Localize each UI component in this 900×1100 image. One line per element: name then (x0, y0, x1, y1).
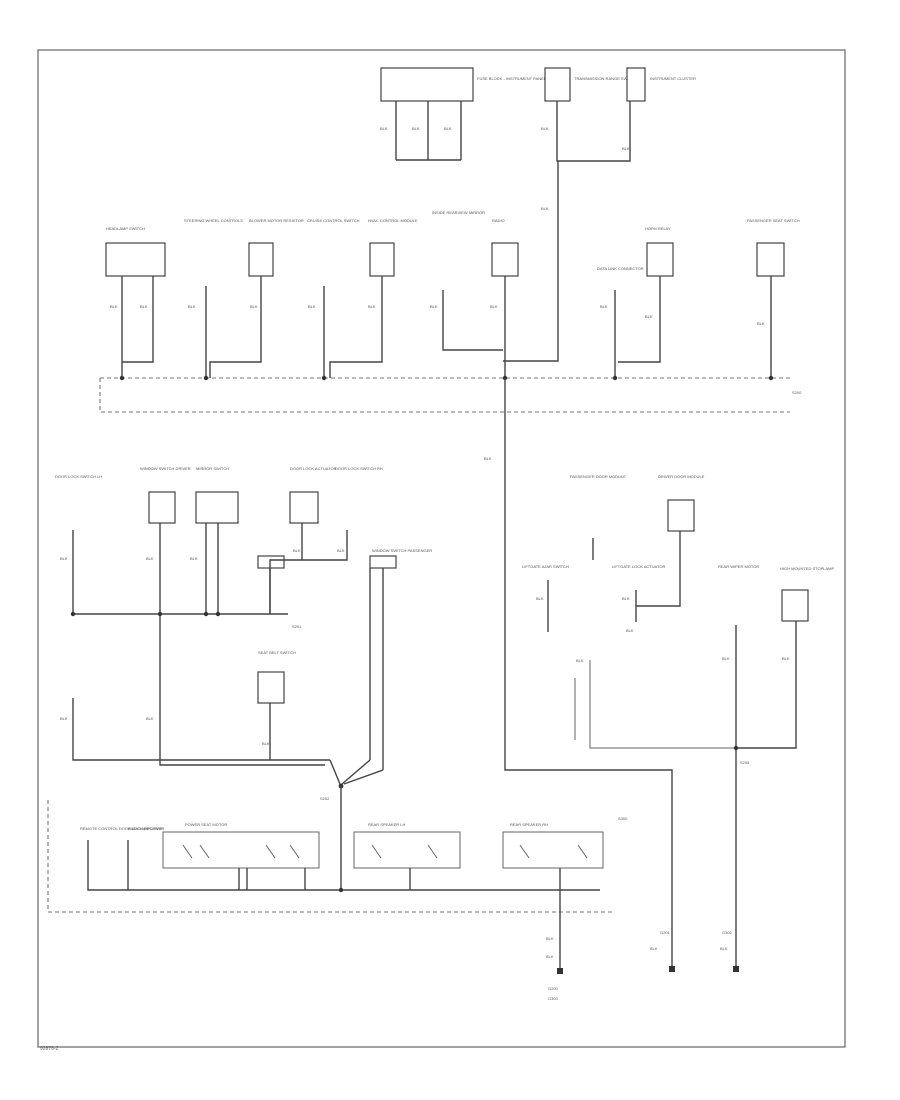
midright-label-3: LIFTGATE AJAR SWITCH (522, 564, 569, 569)
figure-id: 92876-2 (40, 1046, 59, 1052)
midleft-label-2: WINDOW SWITCH DRIVER (140, 466, 191, 471)
midleft-label-5: DOOR LOCK SWITCH RH (335, 466, 383, 471)
svg-text:BLK: BLK (576, 658, 584, 663)
svg-text:BLK: BLK (368, 304, 376, 309)
svg-text:BLK: BLK (110, 304, 118, 309)
svg-text:BLK: BLK (622, 146, 630, 151)
bottom-label-4: REAR SPEAKER LH (368, 822, 405, 827)
midleft-label-3: MIRROR SWITCH (196, 466, 229, 471)
svg-text:BLK: BLK (430, 304, 438, 309)
svg-text:BLK: BLK (622, 596, 630, 601)
svg-text:BLK: BLK (190, 556, 198, 561)
svg-text:BLK: BLK (188, 304, 196, 309)
svg-text:BLK: BLK (380, 126, 388, 131)
svg-text:BLK: BLK (782, 656, 790, 661)
svg-text:BLK: BLK (536, 596, 544, 601)
wire-code: BLK (484, 456, 492, 461)
bottom-label-3: POWER SEAT MOTOR (185, 822, 227, 827)
ground-label-3: G302 (722, 930, 733, 935)
row1-label-9: HORN RELAY (645, 226, 671, 231)
midright-label-2: DRIVER DOOR MODULE (658, 474, 705, 479)
svg-text:BLK: BLK (60, 556, 68, 561)
bottom-components: REMOTE CONTROL DOOR LOCK RECEIVER AUDIO … (47, 800, 739, 1001)
svg-text:BLK: BLK (293, 548, 301, 553)
svg-text:BLK: BLK (444, 126, 452, 131)
svg-text:BLK: BLK (60, 716, 68, 721)
row1-label-5: HVAC CONTROL MODULE (368, 218, 418, 223)
bottom-label-1: REMOTE CONTROL DOOR LOCK RECEIVER (80, 826, 164, 831)
ground-label-2: G201 (660, 930, 671, 935)
mid-left-components: DOOR LOCK SWITCH LH WINDOW SWITCH DRIVER… (55, 466, 432, 770)
top-label-3: INSTRUMENT CLUSTER (650, 76, 696, 81)
svg-text:BLK: BLK (262, 741, 270, 746)
splice-label-2: S201 (292, 624, 302, 629)
svg-text:BLK: BLK (337, 548, 345, 553)
svg-text:BLK: BLK (757, 321, 765, 326)
midright-label-5: REAR WIPER MOTOR (718, 564, 759, 569)
svg-text:BLK: BLK (146, 716, 154, 721)
row1-label-7: RADIO (492, 218, 505, 223)
svg-text:BLK: BLK (541, 206, 549, 211)
svg-text:BLK: BLK (720, 946, 728, 951)
svg-text:BLK: BLK (490, 304, 498, 309)
svg-text:BLK: BLK (140, 304, 148, 309)
row1-label-2: STEERING WHEEL CONTROLS (184, 218, 243, 223)
svg-text:BLK: BLK (546, 954, 554, 959)
top-label-1: FUSE BLOCK - INSTRUMENT PANEL (477, 76, 547, 81)
svg-text:BLK: BLK (626, 628, 634, 633)
midleft-label-6: WINDOW SWITCH PASSENGER (372, 548, 432, 553)
svg-text:BLK: BLK (600, 304, 608, 309)
row1-label-6: INSIDE REARVIEW MIRROR (432, 210, 485, 215)
splice-label-3: S202 (320, 796, 330, 801)
svg-text:BLK: BLK (650, 946, 658, 951)
splice-label-5: S300 (618, 816, 628, 821)
bottom-label-5: REAR SPEAKER RH (510, 822, 548, 827)
row1-label-8: DATA LINK CONNECTOR (597, 266, 644, 271)
bottom-label-2: AUDIO AMPLIFIER (128, 826, 163, 831)
upper-bus: S200 BLK (99, 375, 802, 970)
svg-text:BLK: BLK (146, 556, 154, 561)
svg-text:BLK: BLK (546, 936, 554, 941)
midleft-label-7: SEAT BELT SWITCH (258, 650, 296, 655)
midright-label-1: PASSENGER DOOR MODULE (570, 474, 626, 479)
svg-text:BLK: BLK (250, 304, 258, 309)
svg-text:BLK: BLK (645, 314, 653, 319)
midleft-label-4: DOOR LOCK ACTUATOR (290, 466, 337, 471)
convergence: S202 (320, 759, 384, 890)
top-label-2: TRANSMISSION RANGE SWITCH (574, 76, 637, 81)
diagram-frame (37, 49, 846, 1048)
top-components: FUSE BLOCK - INSTRUMENT PANEL TRANSMISSI… (380, 67, 696, 362)
row1-label-3: BLOWER MOTOR RESISTOR (249, 218, 304, 223)
splice-label-1: S200 (792, 390, 802, 395)
midleft-label-1: DOOR LOCK SWITCH LH (55, 474, 102, 479)
mid-right-components: PASSENGER DOOR MODULE DRIVER DOOR MODULE… (522, 474, 834, 970)
midright-label-4: LIFTGATE LOCK ACTUATOR (612, 564, 665, 569)
splice-label-4: S205 (740, 760, 750, 765)
row1-label-1: HEADLAMP SWITCH (106, 226, 145, 231)
row1-label-4: CRUISE CONTROL SWITCH (307, 218, 360, 223)
row1-label-10: PASSENGER SEAT SWITCH (747, 218, 800, 223)
svg-text:BLK: BLK (541, 126, 549, 131)
svg-text:BLK: BLK (308, 304, 316, 309)
midright-label-6: HIGH MOUNTED STOPLAMP (780, 566, 834, 571)
svg-text:BLK: BLK (722, 656, 730, 661)
svg-text:BLK: BLK (412, 126, 420, 131)
ground-label-1: G200 (548, 986, 559, 991)
row1-components: HEADLAMP SWITCH STEERING WHEEL CONTROLS … (105, 210, 800, 378)
ground-label-4: G303 (548, 996, 559, 1001)
